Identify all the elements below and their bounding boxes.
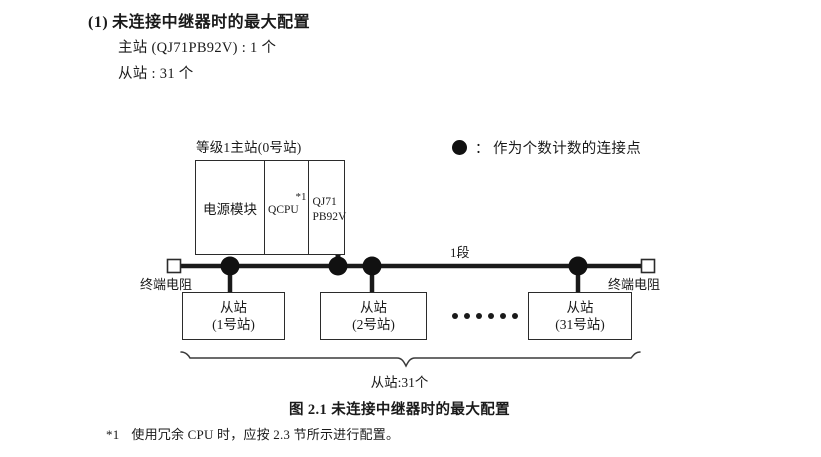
heading-detail-master: 主站 (QJ71PB92V) : 1 个 <box>118 40 277 56</box>
connection-point-dot-1 <box>220 256 240 276</box>
footnote-mark: *1 <box>106 427 120 442</box>
section-title: 未连接中继器时的最大配置 <box>112 14 311 31</box>
connection-point-dot-2 <box>362 256 382 276</box>
section-heading: (1)未连接中继器时的最大配置 <box>88 8 310 32</box>
ellipsis-dot <box>464 313 470 319</box>
slave-station-number-1: (1号站) <box>212 317 255 332</box>
terminator-label-left: 终端电阻 <box>140 277 193 292</box>
ellipsis-dot <box>500 313 506 319</box>
terminator-square-right <box>640 258 656 274</box>
slave-station-box-31: 从站 (31号站) <box>528 292 632 340</box>
segment-label: 1段 <box>450 245 470 260</box>
connection-point-dot-master <box>328 256 348 276</box>
power-supply-module-label: 电源模块 <box>203 201 258 217</box>
qcpu-label: QCPU <box>268 204 299 216</box>
legend-colon: ： <box>475 141 489 157</box>
ellipsis-dot <box>476 313 482 319</box>
master-station-label: 等级1主站(0号站) <box>196 140 302 155</box>
figure-caption: 图 2.1 未连接中继器时的最大配置 <box>288 402 511 418</box>
slave-total-label: 从站:31个 <box>370 375 429 390</box>
slave-group-brace <box>180 351 641 368</box>
footnote-text: 使用冗余 CPU 时，应按 2.3 节所示进行配置。 <box>131 427 400 442</box>
footnote: *1 使用冗余 CPU 时，应按 2.3 节所示进行配置。 <box>106 424 399 443</box>
slave-station-number-2: (2号站) <box>352 317 395 332</box>
ellipsis-dot <box>512 313 518 319</box>
legend: ： 作为个数计数的连接点 <box>452 137 641 158</box>
qcpu-module-cell: *1 QCPU <box>265 161 310 254</box>
ellipsis-dots <box>452 313 518 319</box>
terminator-square-left <box>166 258 182 274</box>
slave-station-box-1: 从站 (1号站) <box>182 292 285 340</box>
terminator-label-right: 终端电阻 <box>608 277 661 292</box>
heading-detail-slave: 从站 : 31 个 <box>118 66 194 82</box>
filled-circle-icon <box>452 140 467 155</box>
slave-station-box-2: 从站 (2号站) <box>320 292 427 340</box>
ellipsis-dot <box>452 313 458 319</box>
slave-station-number-31: (31号站) <box>555 317 605 332</box>
section-number: (1) <box>88 14 109 31</box>
qcpu-footnote-mark: *1 <box>295 191 307 203</box>
ellipsis-dot <box>488 313 494 319</box>
power-supply-module-cell: 电源模块 <box>196 161 266 254</box>
slave-name-1: 从站 <box>220 300 247 315</box>
connection-point-dot-31 <box>568 256 588 276</box>
slave-name-31: 从站 <box>566 300 594 315</box>
legend-label: 作为个数计数的连接点 <box>493 141 641 157</box>
slave-name-2: 从站 <box>360 300 387 315</box>
